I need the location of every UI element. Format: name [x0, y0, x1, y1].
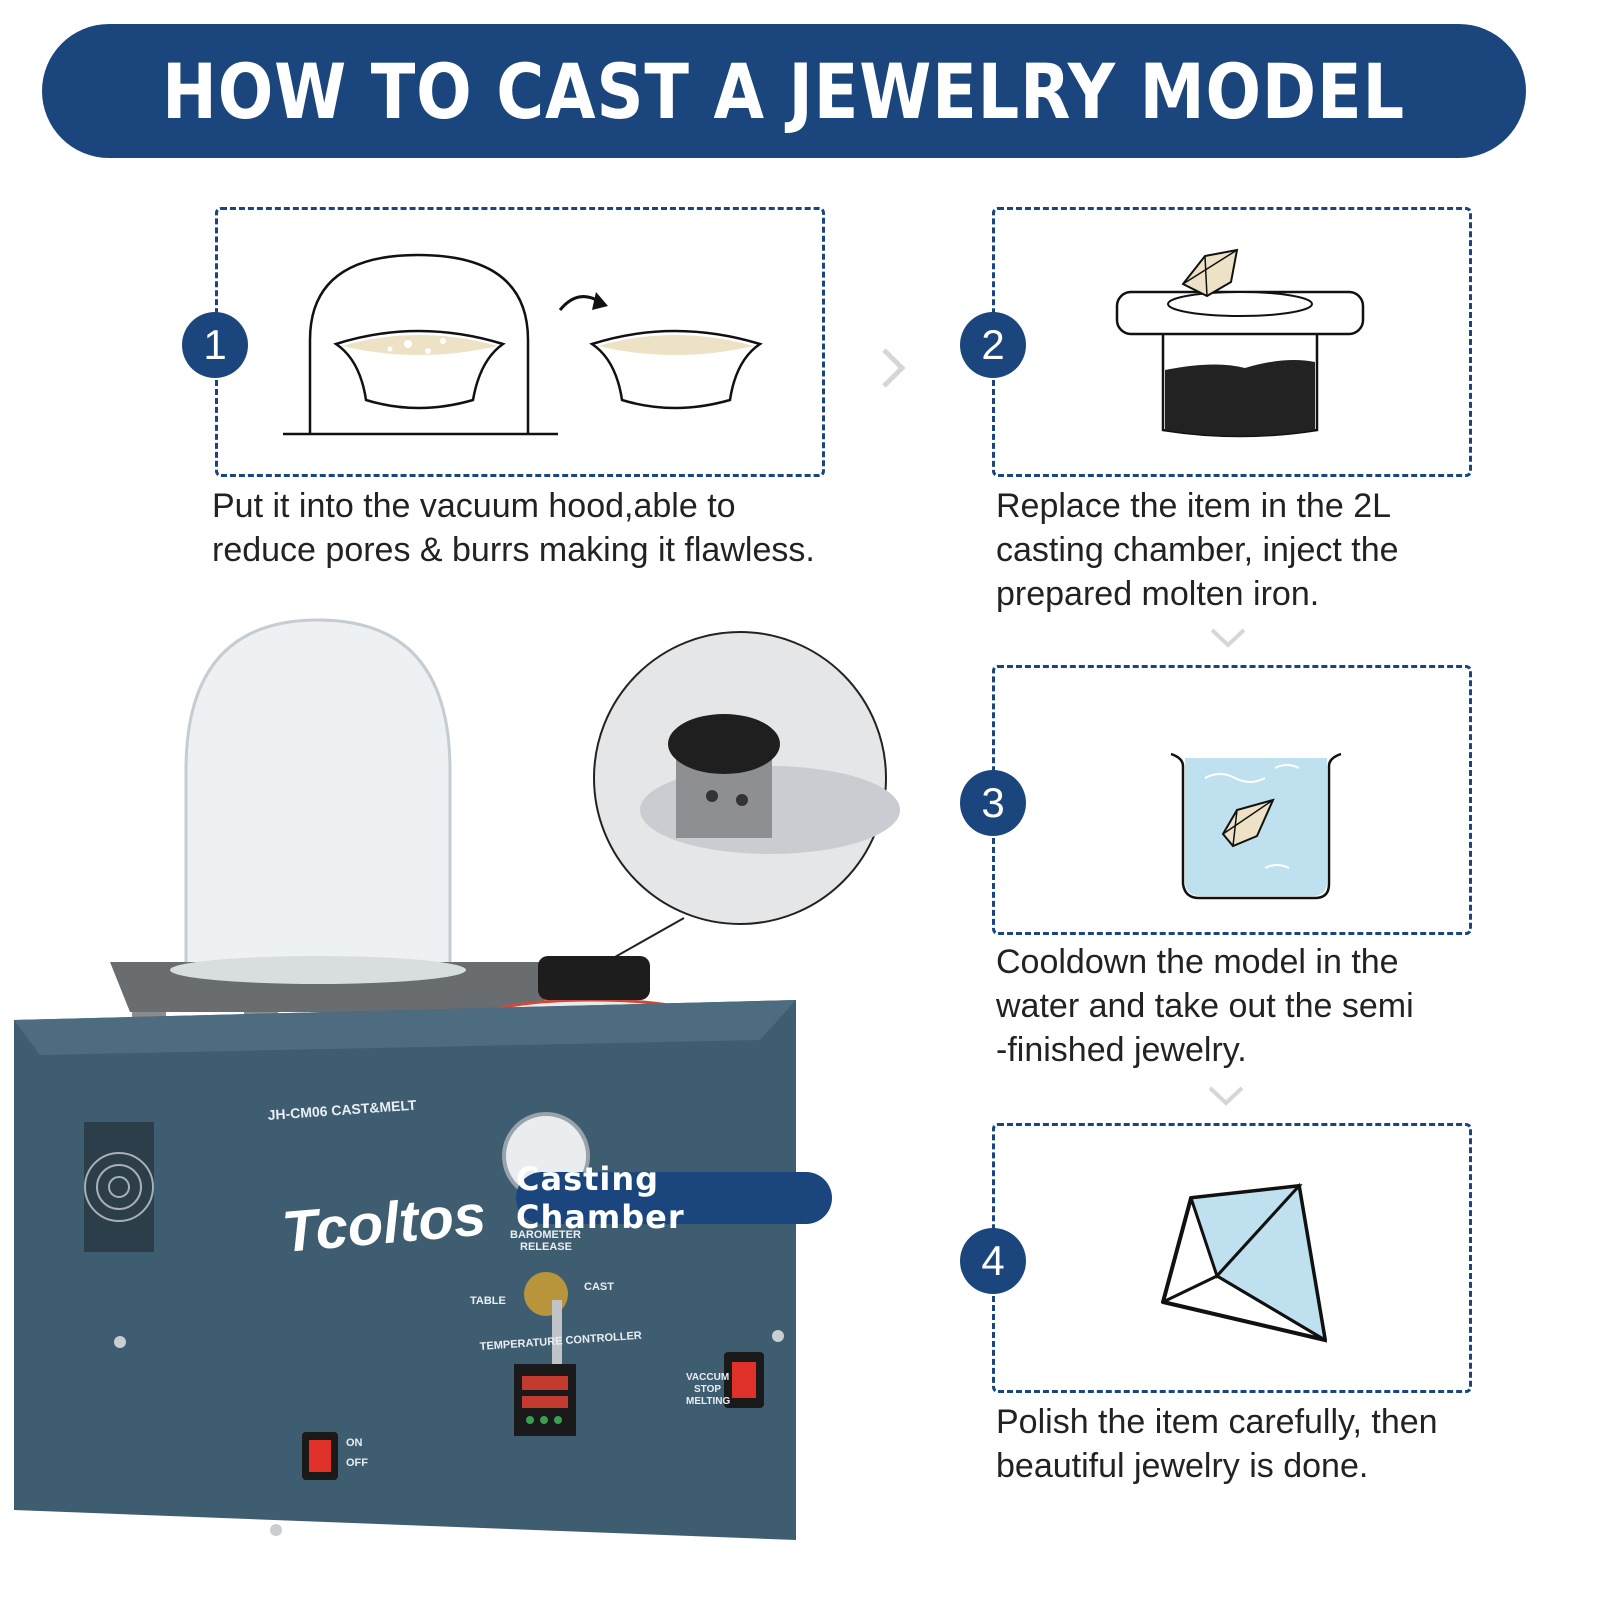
- caption-line: Put it into the vacuum hood,able to: [212, 487, 736, 525]
- melting-label: MELTING: [686, 1396, 730, 1407]
- step-2-badge: 2: [960, 312, 1026, 378]
- casting-machine-image: JH-CM06 CAST&MELT Tcoltos BAROMETER RELE…: [14, 618, 900, 1540]
- vaccum-label: VACCUM: [686, 1372, 729, 1383]
- step-2-box: [992, 207, 1472, 477]
- caption-line: beautiful jewelry is done.: [996, 1447, 1369, 1485]
- off-label: OFF: [346, 1457, 368, 1469]
- chevron-down-icon: [1210, 628, 1246, 648]
- page-title: HOW TO CAST A JEWELRY MODEL: [162, 46, 1406, 136]
- step-4-box: [992, 1123, 1472, 1393]
- release-label: RELEASE: [520, 1241, 572, 1253]
- diamond-icon: [1161, 1182, 1328, 1343]
- step-1-badge: 1: [182, 312, 248, 378]
- casting-chamber-callout: Casting Chamber: [516, 1160, 832, 1236]
- caption-line: -finished jewelry.: [996, 1031, 1247, 1069]
- caption-line: Polish the item carefully, then: [996, 1403, 1438, 1441]
- step-2-caption: Replace the item in the 2L casting chamb…: [996, 484, 1399, 616]
- casting-chamber-icon: [1115, 248, 1365, 438]
- caption-line: prepared molten iron.: [996, 575, 1320, 613]
- barometer-label: BAROMETER: [510, 1229, 581, 1241]
- vacuum-hood-icon: [283, 253, 763, 436]
- caption-line: water and take out the semi: [996, 987, 1414, 1025]
- caption-line: Cooldown the model in the: [996, 943, 1399, 981]
- step-3-caption: Cooldown the model in the water and take…: [996, 940, 1414, 1072]
- caption-line: casting chamber, inject the: [996, 531, 1399, 569]
- step-1-box: [215, 207, 825, 477]
- title-banner: HOW TO CAST A JEWELRY MODEL: [42, 24, 1526, 158]
- caption-line: reduce pores & burrs making it flawless.: [212, 531, 815, 569]
- chevron-right-icon: [882, 348, 906, 388]
- water-beaker-icon: [1170, 752, 1342, 900]
- table-label: TABLE: [470, 1295, 506, 1307]
- step-3-box: [992, 665, 1472, 935]
- step-4-caption: Polish the item carefully, then beautifu…: [996, 1400, 1438, 1488]
- step-4-badge: 4: [960, 1228, 1026, 1294]
- step-1-caption: Put it into the vacuum hood,able to redu…: [212, 484, 815, 572]
- cast-label: CAST: [584, 1281, 614, 1293]
- on-label: ON: [346, 1437, 363, 1449]
- step-3-badge: 3: [960, 770, 1026, 836]
- stop-label: STOP: [694, 1384, 721, 1395]
- caption-line: Replace the item in the 2L: [996, 487, 1392, 525]
- chevron-down-icon: [1208, 1086, 1244, 1106]
